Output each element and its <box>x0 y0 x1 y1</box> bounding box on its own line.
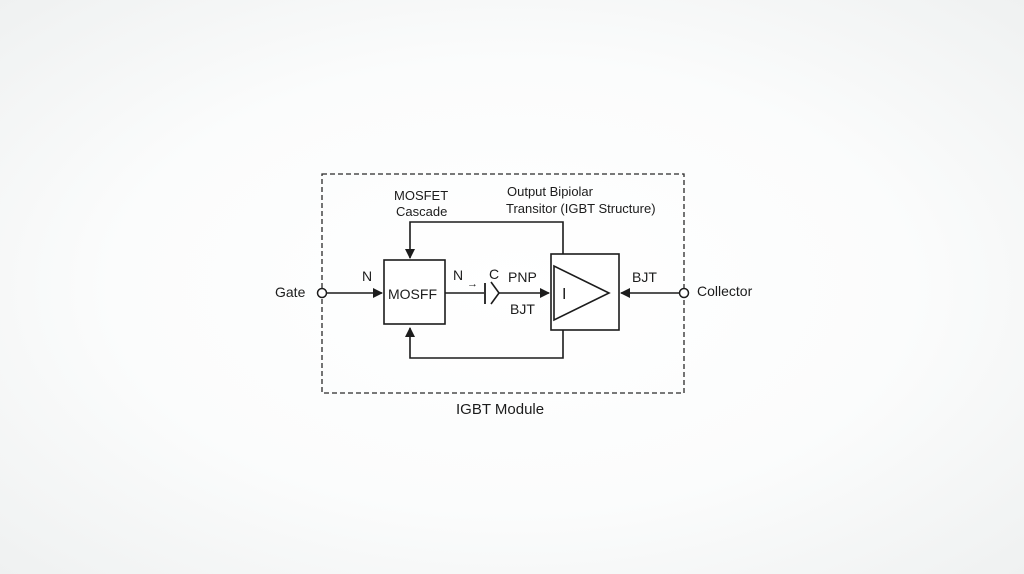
bottom-feedback-wire <box>405 327 564 359</box>
c-label: C <box>489 266 499 282</box>
collector-label: Collector <box>697 283 753 299</box>
output-transistor-label-line1: Output Bipiolar <box>507 184 594 199</box>
bjt-bottom-label: BJT <box>510 301 535 317</box>
amplifier-triangle-symbol <box>553 264 611 322</box>
mosfet-cascade-label-line1: MOSFET <box>394 188 448 203</box>
mosfet-cascade-label-line2: Cascade <box>396 204 447 219</box>
igbt-module-caption: IGBT Module <box>456 401 544 418</box>
n-input-label: N <box>362 268 372 284</box>
collector-terminal <box>678 287 690 299</box>
output-transistor-label-line2: Transitor (IGBT Structure) <box>506 201 656 216</box>
top-feedback-wire <box>405 221 564 259</box>
gate-label: Gate <box>275 284 306 300</box>
mosfet-block <box>383 259 446 325</box>
small-arrow-glyph: → <box>467 278 478 290</box>
bjt-right-label: BJT <box>632 269 657 285</box>
coupling-chevron <box>490 281 500 305</box>
gate-terminal <box>316 287 328 299</box>
n-output-label: N <box>453 267 463 283</box>
igbt-module-boundary <box>321 173 685 394</box>
mosfet-block-label: MOSFF <box>388 286 437 302</box>
amplifier-symbol-label: I <box>562 286 566 303</box>
pnp-label: PNP <box>508 269 537 285</box>
